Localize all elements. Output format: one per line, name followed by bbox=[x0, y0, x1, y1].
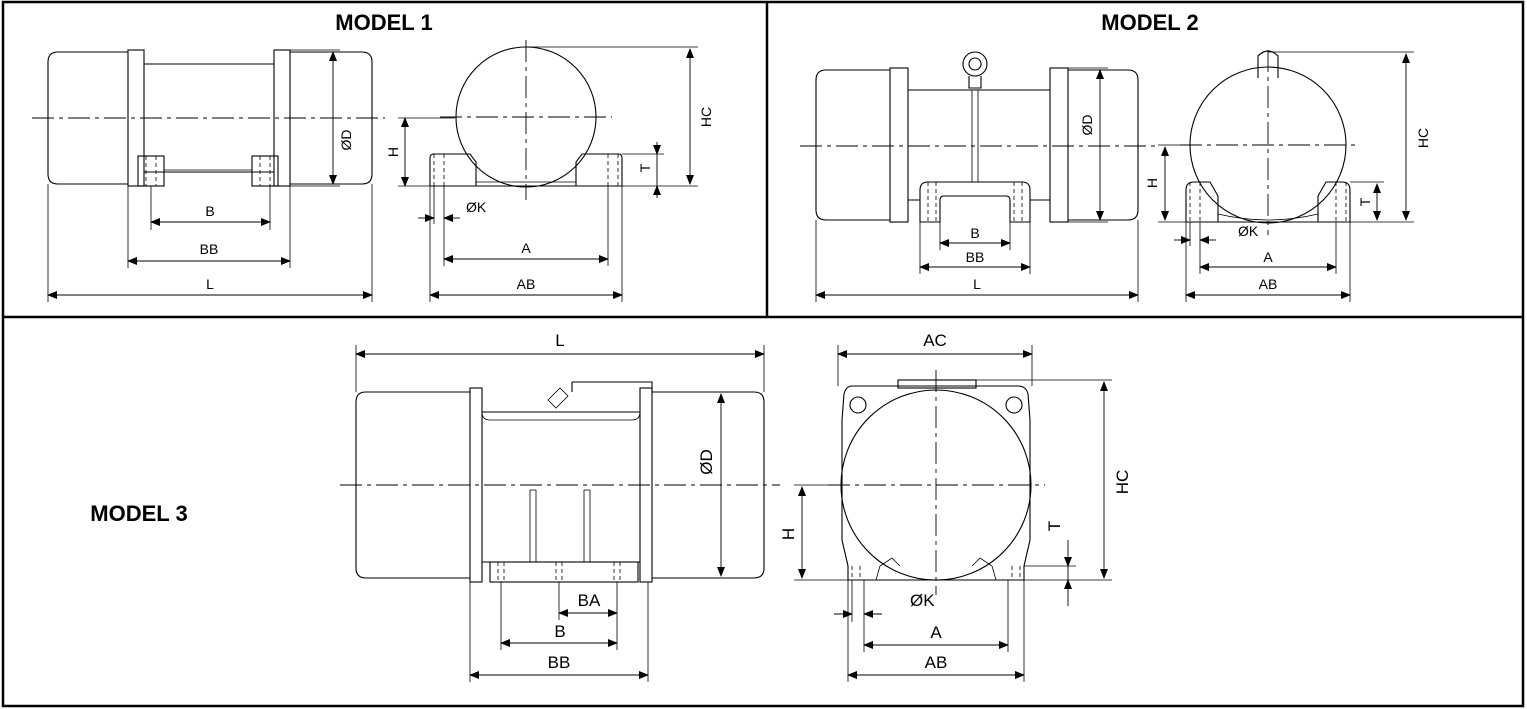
model2-label-ab: AB bbox=[1259, 276, 1278, 292]
model2-label-d: ØD bbox=[1079, 115, 1095, 136]
model1-label-bb: BB bbox=[200, 241, 219, 257]
model1-label-k: ØK bbox=[466, 199, 487, 215]
model1-label-hc: HC bbox=[698, 107, 714, 127]
model3-side-view bbox=[340, 345, 780, 682]
model3-label-bb: BB bbox=[548, 653, 571, 672]
model3-label-ac: AC bbox=[923, 331, 947, 350]
model1-side-view bbox=[32, 49, 385, 302]
model3-label-a: A bbox=[930, 623, 942, 642]
model2-label-k: ØK bbox=[1238, 223, 1259, 239]
model2-label-b: B bbox=[970, 225, 979, 241]
model2-label-h: H bbox=[1144, 178, 1160, 188]
model3-label-ba: BA bbox=[578, 591, 601, 610]
model2-end-view bbox=[1158, 50, 1414, 302]
model1-title: MODEL 1 bbox=[335, 10, 432, 35]
model3-label-t: T bbox=[1045, 521, 1064, 531]
model3-label-l: L bbox=[555, 331, 564, 350]
model2-label-t: T bbox=[1357, 197, 1373, 206]
model3-label-ab: AB bbox=[925, 653, 948, 672]
model3-label-hc: HC bbox=[1113, 470, 1132, 495]
model1-label-a: A bbox=[521, 240, 531, 256]
model1-end-view bbox=[398, 40, 698, 302]
model2-title: MODEL 2 bbox=[1101, 10, 1198, 35]
model2-dimension-labels: B BB L ØD H HC T ØK A AB bbox=[966, 115, 1431, 293]
model2-side-view bbox=[800, 51, 1155, 302]
model3-label-k: ØK bbox=[910, 591, 935, 610]
model2-label-hc: HC bbox=[1415, 128, 1431, 148]
model1-label-b: B bbox=[205, 203, 214, 219]
model3-label-b: B bbox=[554, 622, 565, 641]
model2-label-a: A bbox=[1263, 249, 1273, 265]
model3-label-h: H bbox=[779, 528, 798, 540]
model3-end-view bbox=[794, 345, 1112, 682]
model1-dimension-labels: B BB L ØD H HC T ØK A AB bbox=[200, 107, 714, 292]
model1-label-d: ØD bbox=[338, 130, 354, 151]
model3-dimension-labels: L ØD BA B BB AC H HC T ØK A AB bbox=[548, 331, 1132, 672]
model1-label-t: T bbox=[637, 163, 653, 172]
model2-label-bb: BB bbox=[966, 249, 985, 265]
model3-label-d: ØD bbox=[697, 449, 716, 475]
model3-title: MODEL 3 bbox=[90, 501, 187, 526]
model1-label-h: H bbox=[385, 147, 401, 157]
model1-label-l: L bbox=[206, 276, 214, 292]
model1-label-ab: AB bbox=[517, 276, 536, 292]
model2-label-l: L bbox=[973, 276, 981, 292]
